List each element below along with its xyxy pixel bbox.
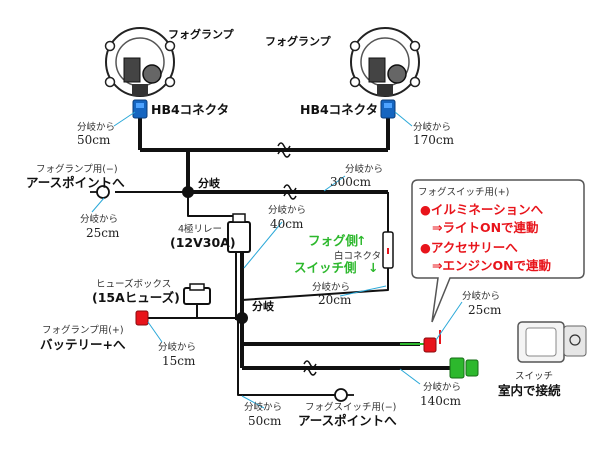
bunki-from-label-1: 分岐から (77, 121, 115, 133)
distance-170cm: 170cm (413, 133, 455, 147)
distance-50cm-bottom: 50cm (248, 414, 282, 428)
bunki-from-label-2: 分岐から (413, 121, 451, 133)
fuse-sub-label: ヒューズボックス (96, 278, 171, 290)
earth-terminal-left-icon (90, 185, 110, 199)
distance-40cm: 40cm (270, 217, 304, 231)
distance-140cm: 140cm (420, 394, 462, 408)
switch-sub-label: スイッチ (515, 371, 553, 382)
callout-title: フォグスイッチ用(+) (418, 186, 509, 198)
hb4-connector-right (380, 99, 396, 119)
fog-lamp-left (104, 27, 176, 97)
callout-line-light-on: ⇒ライトONで連動 (432, 220, 539, 235)
battery-main-label: バッテリー+へ (40, 337, 126, 352)
fog-lamp-left-label: フォグランプ (168, 27, 235, 41)
switch-earth-sub-label: フォグスイッチ用(−) (305, 401, 396, 413)
bunki-from-label-8: 分岐から (158, 341, 196, 353)
callout-box (411, 179, 585, 323)
fuse-box-icon (183, 283, 211, 305)
relay-main-label: (12V30A) (170, 235, 236, 250)
distance-25cm-left: 25cm (86, 226, 120, 240)
distance-15cm: 15cm (162, 354, 196, 368)
distance-300cm: 300cm (330, 175, 372, 189)
fog-earth-main-label: アースポイントへ (26, 175, 125, 190)
hb4-connector-left (132, 99, 148, 119)
switch-main-label: 室内で接続 (498, 383, 561, 398)
junction-upper (182, 186, 194, 198)
wires (115, 118, 450, 396)
distance-50cm-top: 50cm (77, 133, 111, 147)
junction-lower (236, 312, 248, 324)
fog-switch-icon (517, 321, 587, 363)
fog-lamp-right (349, 27, 421, 97)
hb4-right-label: HB4コネクタ (300, 102, 378, 117)
fuse-main-label: (15Aヒューズ) (92, 290, 180, 305)
relay-icon (227, 213, 251, 253)
bunki-from-label-9: 分岐から (423, 381, 461, 393)
fog-earth-sub-label: フォグランプ用(−) (36, 163, 118, 175)
bunki-from-label-3: 分岐から (345, 163, 383, 175)
callout-line-accessory: ●アクセサリーへ (420, 240, 518, 255)
bunki-from-label-6: 分岐から (312, 281, 350, 293)
branch-label-upper: 分岐 (198, 176, 221, 190)
switch-plus-connector-icon (423, 337, 437, 353)
leader-lines (91, 111, 463, 409)
bunki-from-label-4: 分岐から (80, 213, 118, 225)
switch-earth-main-label: アースポイントへ (298, 413, 397, 428)
bunki-from-label-7: 分岐から (462, 290, 500, 302)
arrow-up-icon: ↑ (356, 233, 366, 248)
distance-20cm: 20cm (318, 293, 352, 307)
switch-connector-icon (449, 357, 479, 379)
distance-25cm-right: 25cm (468, 303, 502, 317)
fog-lamp-right-label: フォグランプ (265, 34, 332, 48)
callout-line-illumination: ●イルミネーションへ (420, 202, 544, 217)
bunki-from-label-5: 分岐から (268, 204, 306, 216)
relay-sub-label: 4極リレー (178, 223, 222, 235)
switch-side-label: スイッチ側 (294, 260, 357, 275)
earth-terminal-bottom-icon (334, 388, 354, 402)
branch-label-lower: 分岐 (252, 299, 275, 313)
callout-line-engine-on: ⇒エンジンONで連動 (432, 258, 551, 273)
hb4-left-label: HB4コネクタ (151, 102, 229, 117)
white-connector-icon (382, 231, 394, 269)
fog-side-label: フォグ側 (308, 233, 358, 248)
battery-connector-icon (135, 310, 149, 326)
white-connector-label: 白コネクタ (334, 250, 381, 262)
battery-sub-label: フォグランプ用(+) (42, 324, 124, 336)
bunki-from-label-10: 分岐から (244, 401, 282, 413)
arrow-down-icon: ↓ (368, 260, 378, 275)
wire-break-marks (277, 142, 317, 376)
